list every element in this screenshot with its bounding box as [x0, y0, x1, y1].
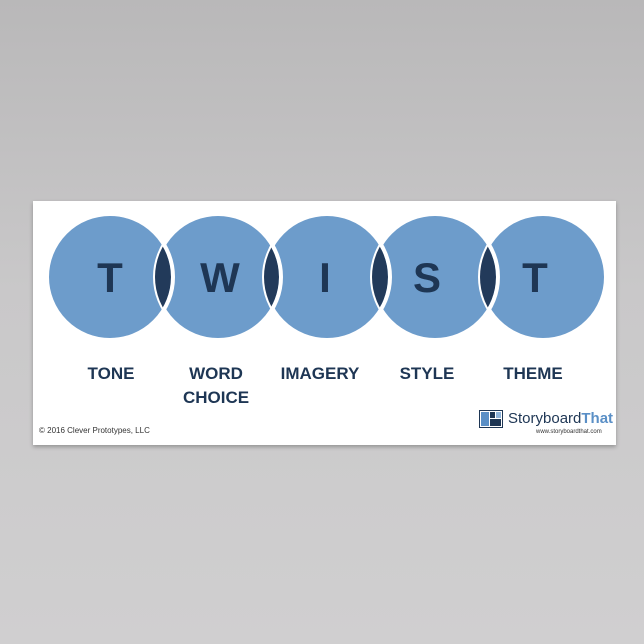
label-style: STYLE: [399, 364, 455, 383]
label-imagery: IMAGERY: [280, 364, 360, 383]
brand-url: www.storyboardthat.com: [536, 429, 602, 435]
brand-name-storyboard: Storyboard: [508, 410, 582, 427]
label-word-choice: WORD CHOICE: [182, 364, 250, 407]
storyboardthat-logo-icon: [479, 410, 503, 428]
letter-w: W: [200, 254, 240, 301]
brand-name: StoryboardThat: [508, 410, 613, 428]
label-theme: THEME: [503, 364, 563, 383]
twist-venn-diagram: T W I S T: [45, 212, 608, 342]
twist-poster: T W I S T TONE WORD CHOICE IMAGERY STYLE…: [33, 201, 616, 445]
label-tone: TONE: [87, 364, 135, 383]
storyboardthat-brand: StoryboardThat www.storyboardthat.com: [479, 407, 613, 439]
copyright-text: © 2016 Clever Prototypes, LLC: [39, 426, 150, 435]
letter-s: S: [413, 254, 441, 301]
letter-i: I: [319, 254, 331, 301]
letter-t2: T: [522, 254, 548, 301]
brand-name-that: That: [581, 410, 614, 427]
letter-t1: T: [97, 254, 123, 301]
